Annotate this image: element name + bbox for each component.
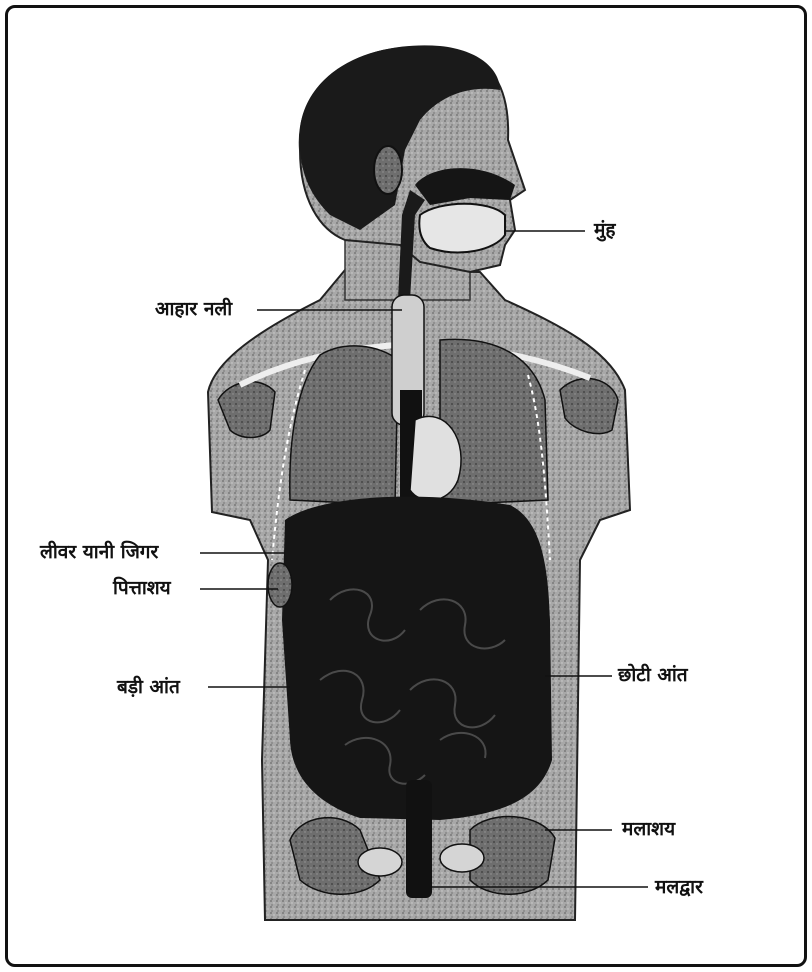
label-large-intestine: बड़ी आंत [117, 676, 180, 698]
rectum-tube [406, 780, 432, 898]
label-liver: लीवर यानी जिगर [40, 541, 158, 563]
label-anus: मलद्वार [655, 876, 703, 898]
hip-socket-left [358, 848, 402, 876]
mouth-cavity [419, 204, 505, 253]
abdominal-organs [282, 497, 552, 820]
label-gallbladder: पित्ताशय [113, 577, 171, 599]
label-mouth: मुंह [594, 219, 615, 241]
hip-socket-right [440, 844, 484, 872]
label-esophagus: आहार नली [155, 298, 232, 320]
ear-shape [374, 146, 402, 194]
label-rectum: मलाशय [622, 818, 675, 840]
label-small-intestine: छोटी आंत [618, 664, 688, 686]
gallbladder-shape [268, 563, 292, 607]
